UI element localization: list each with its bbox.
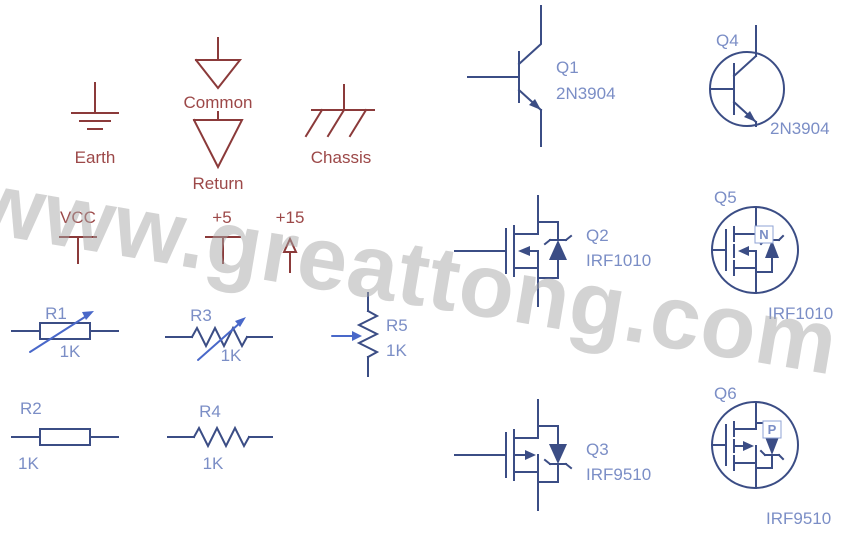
q5-part-label: IRF1010 <box>768 304 833 323</box>
q6-channel-label: P <box>768 422 777 437</box>
body-arrow <box>738 246 749 256</box>
arrow-head <box>82 311 94 320</box>
resistor-r5: R5 1K <box>331 292 408 377</box>
common-ground-icon: Common <box>184 37 253 112</box>
transistor-q2: Q2 IRF1010 <box>454 195 651 307</box>
body-arrow <box>518 246 530 256</box>
resistor-r3: R3 1K <box>165 306 273 365</box>
diode-triangle <box>549 240 567 260</box>
arrow-head <box>352 331 362 341</box>
resistor-r4: R4 1K <box>167 402 273 473</box>
resistor-r2: R2 1K <box>11 399 119 473</box>
diode-triangle <box>765 240 779 258</box>
return-label: Return <box>192 174 243 193</box>
plus15-power-icon: +15 <box>276 208 305 273</box>
transistor-q5: N Q5 IRF1010 <box>711 188 833 323</box>
q5-ref-label: Q5 <box>714 188 737 207</box>
variable-arrow <box>29 314 89 353</box>
r4-ref-label: R4 <box>199 402 221 421</box>
chassis-label: Chassis <box>311 148 371 167</box>
diode-triangle <box>549 444 567 464</box>
resistor-body <box>356 309 380 359</box>
q2-part-label: IRF1010 <box>586 251 651 270</box>
resistor-body <box>192 425 251 449</box>
resistor-body <box>39 428 91 446</box>
emitter-arrow <box>529 99 541 110</box>
r5-value-label: 1K <box>386 341 407 360</box>
plus5-label: +5 <box>212 208 231 227</box>
transistor-circle <box>709 51 785 127</box>
transistor-q3: Q3 IRF9510 <box>454 399 651 511</box>
variable-arrow <box>197 321 242 361</box>
plus5-power-icon: +5 <box>205 208 241 264</box>
q3-part-label: IRF9510 <box>586 465 651 484</box>
channel-box <box>754 225 774 244</box>
emitter-arrow <box>744 111 756 122</box>
q4-part-label: 2N3904 <box>770 119 830 138</box>
r1-value-label: 1K <box>60 342 81 361</box>
r2-value-label: 1K <box>18 454 39 473</box>
q2-ref-label: Q2 <box>586 226 609 245</box>
resistor-body <box>39 322 91 340</box>
body-arrow <box>525 450 536 460</box>
transistor-q1: Q1 2N3904 <box>467 5 616 147</box>
transistor-q6: P Q6 IRF9510 <box>711 384 831 528</box>
r3-ref-label: R3 <box>190 306 212 325</box>
q4-ref-label: Q4 <box>716 31 739 50</box>
q5-channel-label: N <box>759 227 768 242</box>
r2-ref-label: R2 <box>20 399 42 418</box>
q1-ref-label: Q1 <box>556 58 579 77</box>
earth-label: Earth <box>75 148 116 167</box>
q6-ref-label: Q6 <box>714 384 737 403</box>
resistor-body <box>190 325 249 349</box>
channel-box <box>762 420 782 439</box>
body-arrow <box>743 441 754 451</box>
arrow-head <box>235 317 246 327</box>
vcc-power-icon: VCC <box>59 208 97 264</box>
q3-ref-label: Q3 <box>586 440 609 459</box>
return-ground-icon: Return <box>192 111 244 193</box>
r1-ref-label: R1 <box>45 304 67 323</box>
transistor-q4: Q4 2N3904 <box>709 25 830 138</box>
earth-ground-icon: Earth <box>71 82 119 167</box>
chassis-ground-icon: Chassis <box>304 84 375 167</box>
vcc-label: VCC <box>60 208 96 227</box>
r4-value-label: 1K <box>203 454 224 473</box>
resistor-r1: R1 1K <box>11 304 119 361</box>
q6-part-label: IRF9510 <box>766 509 831 528</box>
plus15-label: +15 <box>276 208 305 227</box>
r3-value-label: 1K <box>221 346 242 365</box>
r5-ref-label: R5 <box>386 316 408 335</box>
common-label: Common <box>184 93 253 112</box>
diode-triangle <box>765 437 779 455</box>
q1-part-label: 2N3904 <box>556 84 616 103</box>
